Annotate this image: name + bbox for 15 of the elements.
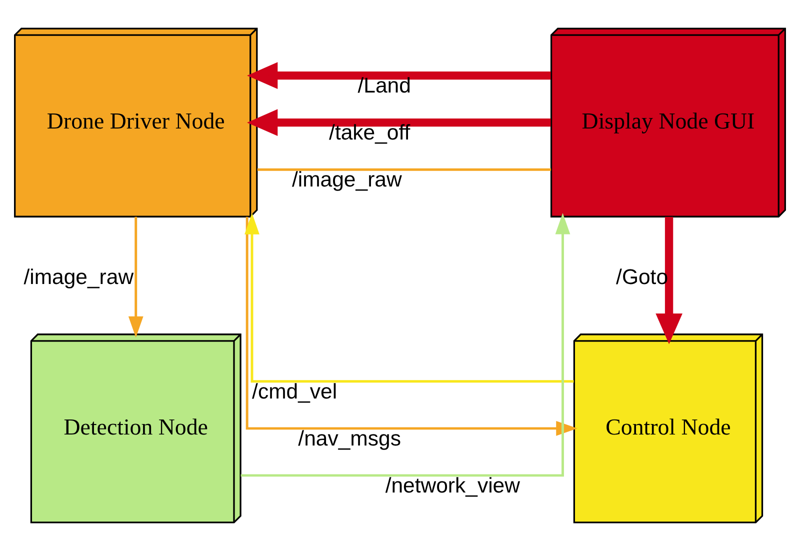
edge-label: /Land — [358, 73, 411, 98]
arrow — [246, 216, 578, 436]
connector — [257, 168, 551, 170]
arrow — [240, 212, 570, 476]
arrow — [244, 212, 574, 382]
arrow — [128, 216, 144, 338]
edge-label: /take_off — [329, 120, 410, 144]
edge-label: /nav_msgs — [298, 426, 401, 450]
arrow — [656, 216, 682, 344]
edge-label: /image_raw — [292, 167, 402, 192]
edge-label: /image_raw — [24, 264, 134, 289]
edge-label: /network_view — [385, 472, 520, 497]
edge-label: /cmd_vel — [252, 378, 338, 403]
arrow — [247, 62, 551, 88]
arrow — [247, 108, 551, 136]
